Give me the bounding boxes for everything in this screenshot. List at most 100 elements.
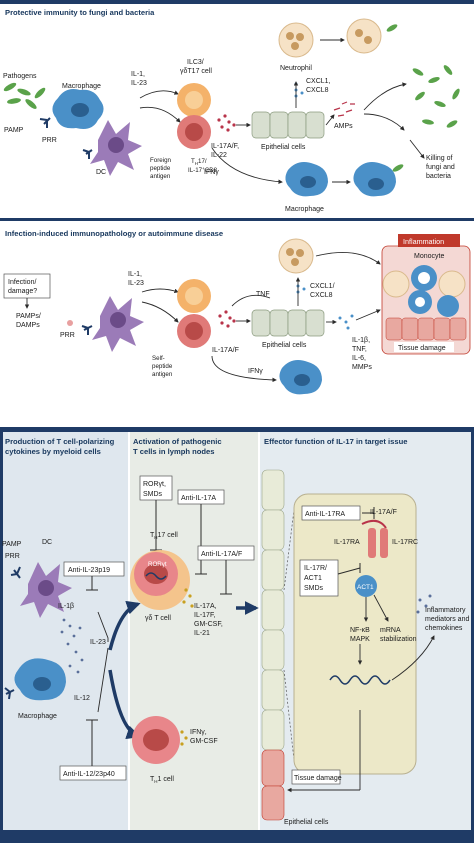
il23-label: IL-23 — [131, 80, 147, 87]
il17ra-label: IL-17RA — [334, 539, 360, 546]
anti-il12-box — [59, 765, 127, 781]
col2-title-2: T cells in lymph nodes — [133, 447, 214, 456]
il17af-b-label: IL-17A/F — [212, 347, 239, 354]
epithelial-cells-a — [251, 111, 325, 139]
pamp-c-label: PAMP — [2, 541, 22, 548]
pamps-label-2: DAMPs — [16, 322, 40, 329]
inflam-mediators-3: chemokines — [425, 625, 463, 632]
self-antigen-2: peptide — [152, 363, 173, 370]
macrophage-label: Macrophage — [62, 83, 101, 90]
panel-il17-axis: Production of T cell-polarizing cytokine… — [0, 432, 474, 843]
act1-smds-box — [299, 559, 339, 597]
pamp-label: PAMP — [4, 127, 24, 134]
arrow-to-th17 — [108, 600, 141, 651]
cytokine-dots-th1 — [180, 730, 188, 746]
neutrophil-label: Neutrophil — [280, 65, 312, 72]
macrophage-b-icon — [279, 360, 322, 395]
cxcl8-b-label: CXCL8 — [310, 292, 333, 299]
foreign-antigen-2: peptide — [150, 165, 171, 172]
il23-c-label: IL-23 — [90, 639, 106, 646]
divider-a-b — [0, 218, 474, 221]
roryt-label: RORγt — [148, 561, 167, 568]
il23-b-label: IL-23 — [128, 280, 144, 287]
cxcl8-label: CXCL8 — [306, 87, 329, 94]
col2-title-1: Activation of pathogenic — [133, 437, 222, 446]
bottom-bar — [0, 830, 474, 843]
il1b-c-label: IL-1β — [58, 603, 74, 610]
cxcl1-label: CXCL1, — [306, 78, 331, 85]
inflam-mediators-1: Inflammatory — [425, 607, 466, 614]
killing-label-3: bacteria — [426, 173, 451, 180]
il17-receptor-icon — [368, 528, 388, 558]
ror-label: RORγt, — [143, 481, 166, 488]
epithelial-cells-b — [251, 309, 325, 337]
th17-label: TH17/ — [191, 158, 207, 166]
anti-il23p19-box — [63, 561, 125, 577]
monocyte-label: Monocyte — [414, 253, 444, 260]
killed-pathogens-icon — [412, 65, 460, 128]
il17af-il22-2: IL-22 — [211, 152, 227, 159]
dna-icon-c — [145, 572, 167, 580]
infection-label-2: damage? — [8, 288, 37, 295]
inflammation-label: Inflammation — [403, 237, 444, 246]
macrophage-engulfing-icon — [353, 162, 404, 197]
prr-label: PRR — [42, 137, 57, 144]
epithelial-column — [261, 469, 285, 821]
act1-box-3: SMDs — [304, 585, 324, 592]
panel-protective-immunity: Protective immunity to fungi and bacteri… — [0, 0, 474, 213]
killing-label-2: fungi and — [426, 164, 455, 171]
top-bar — [0, 0, 474, 4]
anti-il12-label: Anti-IL-12/23p40 — [63, 771, 115, 778]
self-antigen-3: antigen — [152, 371, 173, 378]
il17af-il22-1: IL-17A/F, — [211, 143, 239, 150]
pathogens-label: Pathogens — [3, 73, 37, 80]
ror-smds-box — [139, 475, 173, 501]
nfkb-label: NF-κB — [350, 627, 370, 634]
amps-label: AMPs — [334, 123, 353, 130]
act1-box-1: IL-17R/ — [304, 565, 327, 572]
col1-bg — [3, 432, 128, 830]
th1-cyto-2: GM-CSF — [190, 738, 218, 745]
prr-c-label: PRR — [5, 553, 20, 560]
epithelial-b-label: Epithelial cells — [262, 342, 307, 349]
inflammation-tag — [398, 234, 460, 247]
cytokine-dots-th17 — [182, 588, 194, 608]
ifng-label-a: IFNγ — [204, 169, 219, 176]
mediator-b-4: MMPs — [352, 364, 372, 371]
infection-label-1: Infection/ — [8, 279, 36, 286]
gd-t-label: γδ T cell — [145, 615, 171, 622]
mediator-b-3: IL-6, — [352, 355, 366, 362]
target-cell — [293, 493, 417, 775]
prr-label-b: PRR — [60, 332, 75, 339]
anti-il17a-label: Anti-IL-17A — [181, 495, 216, 502]
self-antigen-1: Self- — [152, 355, 165, 362]
col3-title: Effector function of IL-17 in target iss… — [264, 437, 407, 446]
dendritic-cell-icon — [82, 120, 142, 176]
macrophage-2-icon — [285, 162, 328, 197]
arrow-il23-to-th17 — [139, 106, 181, 123]
il1-label: IL-1, — [131, 71, 145, 78]
ifng-b-label: IFNγ — [248, 368, 263, 375]
il17-dots-b — [218, 310, 236, 328]
dendritic-cell-b-icon — [67, 296, 144, 352]
il17-cd8-label: IL-17+CD8 — [188, 166, 218, 174]
anti-il17ra-box — [301, 505, 361, 521]
tissue-damage-c-box — [291, 769, 341, 785]
panel-immunopathology: Infection-induced immunopathology or aut… — [3, 229, 471, 395]
il17-cytokine-dots — [217, 114, 236, 132]
macrophage-c-label: Macrophage — [18, 713, 57, 720]
ilc3-label-2: γδT17 cell — [180, 68, 212, 75]
neutrophil-icon — [278, 22, 314, 58]
col1-title-2: cytokines by myeloid cells — [5, 447, 101, 456]
smds-label: SMDs — [143, 491, 163, 498]
cytokine-c-2: IL-17F, — [194, 612, 215, 619]
anti-il17af-label: Anti-IL-17A/F — [201, 551, 242, 558]
anti-il17ra-label: Anti-IL-17RA — [305, 511, 345, 518]
ilc3-label-1: ILC3/ — [187, 59, 204, 66]
act1-icon — [355, 575, 377, 597]
mrna-label-2: stabilization — [380, 636, 417, 643]
killing-label-1: Killing of — [426, 155, 453, 162]
epithelial-label-a: Epithelial cells — [261, 144, 306, 151]
il17rc-label: IL-17RC — [392, 539, 418, 546]
tnf-label: TNF — [256, 291, 270, 298]
